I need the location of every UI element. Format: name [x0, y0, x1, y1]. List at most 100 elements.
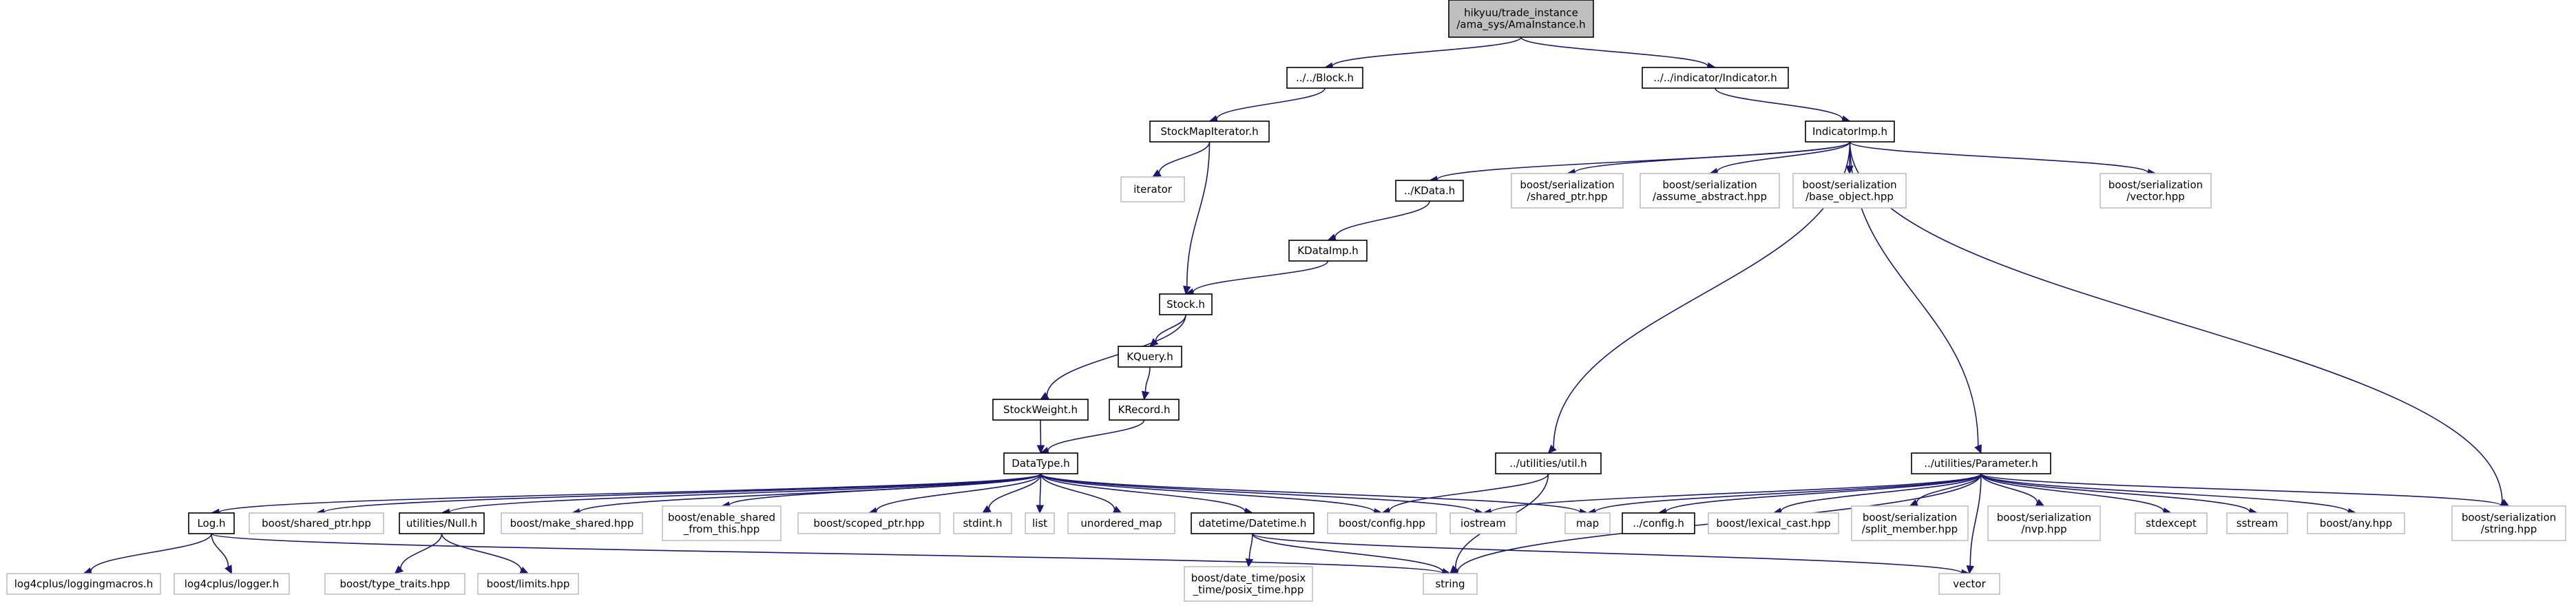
edge-line	[1155, 314, 1186, 342]
edge-line	[441, 533, 522, 571]
edge-line	[1248, 533, 1253, 560]
edge-krecord-to-datatype	[1040, 419, 1145, 454]
edge-indicatorimp-to-ser_shared_ptr	[1566, 141, 1851, 177]
edge-line	[211, 533, 229, 567]
node-ser_shared_ptr[interactable]: boost/serialization/shared_ptr.hpp	[1511, 173, 1624, 209]
node-label: /assume_abstract.hpp	[1653, 191, 1767, 204]
edge-line	[1520, 36, 1708, 67]
node-list[interactable]: list	[1025, 512, 1055, 534]
node-label: ../config.h	[1633, 517, 1684, 530]
edge-root-to-block	[1323, 36, 1522, 70]
node-kquery[interactable]: KQuery.h	[1118, 346, 1182, 368]
node-label: DataType.h	[1012, 457, 1070, 470]
edge-kdataimp-to-stock	[1184, 260, 1329, 297]
node-log[interactable]: Log.h	[188, 512, 235, 534]
node-block[interactable]: ../../Block.h	[1286, 67, 1363, 89]
edge-line	[1594, 473, 1982, 513]
edge-arrowhead	[981, 505, 992, 514]
node-label: boost/serialization	[2462, 512, 2556, 524]
node-label: map	[1576, 517, 1599, 530]
edge-block-to-stockmapiter	[1208, 87, 1326, 123]
node-ser_assume[interactable]: boost/serialization/assume_abstract.hpp	[1640, 173, 1780, 209]
node-label: boost/any.hpp	[2320, 517, 2392, 530]
edge-line	[1046, 314, 1186, 396]
nodes-layer: hikyuu/trade_instance/ama_sys/AmaInstanc…	[6, 0, 2566, 602]
node-datetime[interactable]: datetime/Datetime.h	[1191, 512, 1315, 534]
node-string[interactable]: string	[1423, 573, 1478, 595]
node-ser_base[interactable]: boost/serialization/base_object.hpp	[1792, 173, 1907, 209]
edge-stock-to-kquery	[1149, 314, 1186, 347]
node-scoped_ptr[interactable]: boost/scoped_ptr.hpp	[797, 512, 941, 534]
node-label: boost/serialization	[1802, 179, 1896, 191]
node-loggingmacros[interactable]: log4cplus/loggingmacros.h	[6, 573, 161, 595]
node-box	[2226, 512, 2288, 534]
node-datatype[interactable]: DataType.h	[1003, 452, 1078, 474]
node-shared_ptr[interactable]: boost/shared_ptr.hpp	[249, 512, 384, 534]
node-kdata[interactable]: ../KData.h	[1395, 180, 1464, 202]
edge-datatype-to-datetime	[1040, 473, 1254, 516]
node-map[interactable]: map	[1564, 512, 1611, 534]
node-stdint[interactable]: stdint.h	[953, 512, 1012, 534]
node-ser_vector[interactable]: boost/serialization/vector.hpp	[2099, 173, 2212, 209]
edge-line	[448, 473, 1042, 514]
edge-line	[1186, 141, 1211, 287]
edge-arrowhead	[1966, 565, 1975, 575]
edge-line	[1144, 366, 1151, 392]
node-iostream[interactable]: iostream	[1449, 512, 1517, 534]
node-box	[188, 512, 235, 534]
node-sstream[interactable]: sstream	[2226, 512, 2288, 534]
edge-line	[1490, 473, 1982, 513]
node-parameter[interactable]: ../utilities/Parameter.h	[1911, 452, 2051, 474]
node-type_traits[interactable]: boost/type_traits.hpp	[324, 573, 465, 595]
node-config[interactable]: ../config.h	[1622, 512, 1695, 534]
node-make_shared[interactable]: boost/make_shared.hpp	[501, 512, 643, 534]
node-krecord[interactable]: KRecord.h	[1109, 399, 1180, 421]
edge-arrowhead	[1036, 445, 1045, 454]
node-iterator[interactable]: iterator	[1120, 176, 1185, 202]
edge-line	[1980, 473, 2349, 513]
node-label: stdint.h	[963, 517, 1002, 530]
node-vector[interactable]: vector	[1938, 573, 2000, 595]
node-split_member[interactable]: boost/serialization/split_member.hpp	[1851, 505, 1969, 541]
node-nullh[interactable]: utilities/Null.h	[399, 512, 485, 534]
node-box	[1423, 573, 1478, 595]
node-box	[2099, 173, 2212, 209]
node-stockweight[interactable]: StockWeight.h	[992, 399, 1089, 421]
node-stock[interactable]: Stock.h	[1159, 293, 1213, 315]
edge-arrowhead	[394, 565, 404, 574]
node-indicatorimp[interactable]: IndicatorImp.h	[1805, 120, 1895, 143]
node-label: boost/serialization	[1662, 179, 1757, 191]
node-lexical_cast[interactable]: boost/lexical_cast.hpp	[1708, 512, 1839, 534]
edge-datatype-to-stdint	[981, 473, 1042, 514]
node-ser_string[interactable]: boost/serialization/string.hpp	[2451, 505, 2566, 541]
edge-line	[1980, 473, 2038, 503]
node-box	[992, 399, 1089, 421]
node-limits[interactable]: boost/limits.hpp	[477, 573, 579, 595]
node-util[interactable]: ../utilities/util.h	[1495, 452, 1602, 474]
node-label: /base_object.hpp	[1805, 191, 1894, 204]
node-stdexcept[interactable]: stdexcept	[2135, 512, 2208, 534]
node-label: /shared_ptr.hpp	[1527, 191, 1607, 204]
edge-stockmapiter-to-stock	[1183, 141, 1211, 295]
node-label: sstream	[2237, 517, 2278, 530]
node-box	[1184, 566, 1313, 602]
node-stockmapiter[interactable]: StockMapIterator.h	[1149, 120, 1270, 143]
node-unordered_map[interactable]: unordered_map	[1067, 512, 1175, 534]
node-kdataimp[interactable]: KDataImp.h	[1288, 240, 1368, 262]
node-label: StockWeight.h	[1003, 403, 1078, 416]
node-indicator[interactable]: ../../indicator/Indicator.h	[1642, 67, 1789, 89]
edge-log-to-logger	[211, 533, 233, 575]
edge-line	[1252, 533, 1444, 573]
node-logger[interactable]: log4cplus/logger.h	[174, 573, 290, 595]
node-root[interactable]: hikyuu/trade_instance/ama_sys/AmaInstanc…	[1448, 0, 1594, 38]
node-posix_time[interactable]: boost/date_time/posix_time/posix_time.hp…	[1184, 566, 1313, 602]
node-boost_config[interactable]: boost/config.hpp	[1327, 512, 1437, 534]
node-any[interactable]: boost/any.hpp	[2307, 512, 2405, 534]
edge-line	[1040, 473, 1375, 513]
edge-parameter-to-vector	[1966, 473, 1982, 575]
node-nvp[interactable]: boost/serialization/nvp.hpp	[1987, 505, 2101, 541]
edge-line	[1980, 473, 2165, 512]
node-box	[1327, 512, 1437, 534]
node-enable_shared[interactable]: boost/enable_shared_from_this.hpp	[662, 505, 782, 541]
edge-datatype-to-iostream	[1040, 473, 1485, 516]
